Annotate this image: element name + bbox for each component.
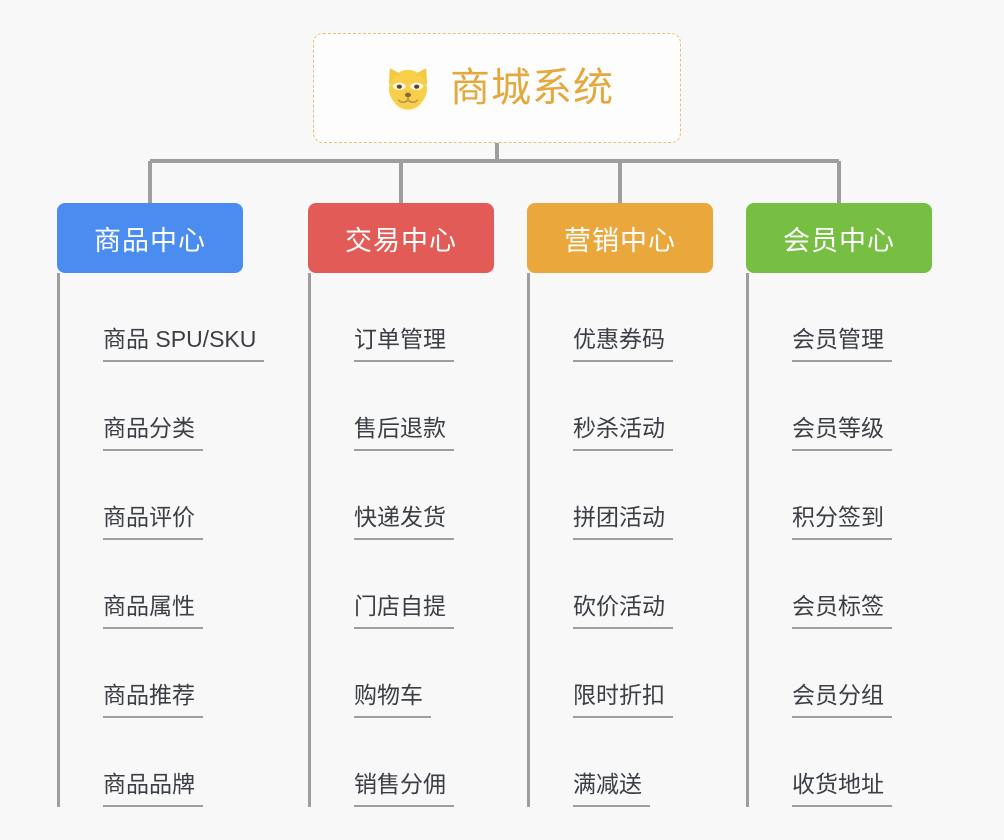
list-item[interactable]: 积分签到 <box>746 451 892 540</box>
list-item[interactable]: 砍价活动 <box>527 540 673 629</box>
list-item-label: 拼团活动 <box>573 506 673 540</box>
list-item-label: 购物车 <box>354 684 431 718</box>
list-item[interactable]: 满减送 <box>527 718 673 807</box>
list-item[interactable]: 优惠券码 <box>527 273 673 362</box>
category-item-list-1: 商品 SPU/SKU 商品分类商品评价商品属性商品推荐商品品牌 <box>57 273 265 807</box>
list-item-label: 订单管理 <box>354 328 454 362</box>
list-item[interactable]: 商品推荐 <box>57 629 264 718</box>
list-item-label: 秒杀活动 <box>573 417 673 451</box>
column-spine-2 <box>308 273 311 807</box>
list-item-label: 商品属性 <box>103 595 203 629</box>
list-item-label: 售后退款 <box>354 417 454 451</box>
category-item-list-4: 会员管理会员等级积分签到会员标签会员分组收货地址 <box>746 273 892 807</box>
category-header-label: 营销中心 <box>564 225 676 256</box>
list-item[interactable]: 商品品牌 <box>57 718 264 807</box>
list-item-label: 优惠券码 <box>573 328 673 362</box>
list-item[interactable]: 订单管理 <box>308 273 454 362</box>
list-item-label: 商品分类 <box>103 417 203 451</box>
list-item[interactable]: 限时折扣 <box>527 629 673 718</box>
column-spine-3 <box>527 273 530 807</box>
list-item-label: 限时折扣 <box>573 684 673 718</box>
list-item[interactable]: 会员等级 <box>746 362 892 451</box>
list-item-label: 门店自提 <box>354 595 454 629</box>
category-header-3[interactable]: 营销中心 <box>527 203 713 273</box>
list-item-label: 会员分组 <box>792 684 892 718</box>
list-item-label: 快递发货 <box>354 506 454 540</box>
column-spine-1 <box>57 273 60 807</box>
list-item-label: 砍价活动 <box>573 595 673 629</box>
list-item[interactable]: 门店自提 <box>308 540 454 629</box>
list-item[interactable]: 会员管理 <box>746 273 892 362</box>
list-item-label: 商品 SPU/SKU <box>103 328 265 362</box>
list-item-label: 商品评价 <box>103 506 203 540</box>
list-item[interactable]: 商品评价 <box>57 451 264 540</box>
list-item[interactable]: 秒杀活动 <box>527 362 673 451</box>
root-title: 商城系统 <box>450 66 614 110</box>
list-item-label: 满减送 <box>573 773 650 807</box>
root-node[interactable]: 商城系统 <box>313 33 681 143</box>
list-item[interactable]: 拼团活动 <box>527 451 673 540</box>
category-column-4: 会员中心会员管理会员等级积分签到会员标签会员分组收货地址 <box>746 203 932 807</box>
category-item-list-3: 优惠券码秒杀活动拼团活动砍价活动限时折扣满减送 <box>527 273 673 807</box>
category-column-3: 营销中心优惠券码秒杀活动拼团活动砍价活动限时折扣满减送 <box>527 203 713 807</box>
list-item-label: 会员等级 <box>792 417 892 451</box>
list-item[interactable]: 商品属性 <box>57 540 264 629</box>
list-item[interactable]: 收货地址 <box>746 718 892 807</box>
list-item[interactable]: 快递发货 <box>308 451 454 540</box>
list-item[interactable]: 会员标签 <box>746 540 892 629</box>
category-header-label: 商品中心 <box>94 225 206 256</box>
list-item-label: 积分签到 <box>792 506 892 540</box>
category-column-2: 交易中心订单管理售后退款快递发货门店自提购物车销售分佣 <box>308 203 494 807</box>
list-item[interactable]: 销售分佣 <box>308 718 454 807</box>
list-item[interactable]: 售后退款 <box>308 362 454 451</box>
list-item[interactable]: 购物车 <box>308 629 454 718</box>
list-item-label: 会员管理 <box>792 328 892 362</box>
category-column-1: 商品中心商品 SPU/SKU 商品分类商品评价商品属性商品推荐商品品牌 <box>57 203 265 807</box>
list-item-label: 收货地址 <box>792 773 892 807</box>
list-item-label: 会员标签 <box>792 595 892 629</box>
category-header-2[interactable]: 交易中心 <box>308 203 494 273</box>
category-header-label: 交易中心 <box>345 225 457 256</box>
shiba-dog-face-icon <box>388 68 428 112</box>
list-item[interactable]: 商品分类 <box>57 362 264 451</box>
list-item[interactable]: 会员分组 <box>746 629 892 718</box>
category-header-1[interactable]: 商品中心 <box>57 203 243 273</box>
category-header-4[interactable]: 会员中心 <box>746 203 932 273</box>
category-header-label: 会员中心 <box>783 225 895 256</box>
list-item-label: 商品推荐 <box>103 684 203 718</box>
list-item[interactable]: 商品 SPU/SKU <box>57 273 265 362</box>
column-spine-4 <box>746 273 749 807</box>
list-item-label: 销售分佣 <box>354 773 454 807</box>
list-item-label: 商品品牌 <box>103 773 203 807</box>
category-item-list-2: 订单管理售后退款快递发货门店自提购物车销售分佣 <box>308 273 454 807</box>
